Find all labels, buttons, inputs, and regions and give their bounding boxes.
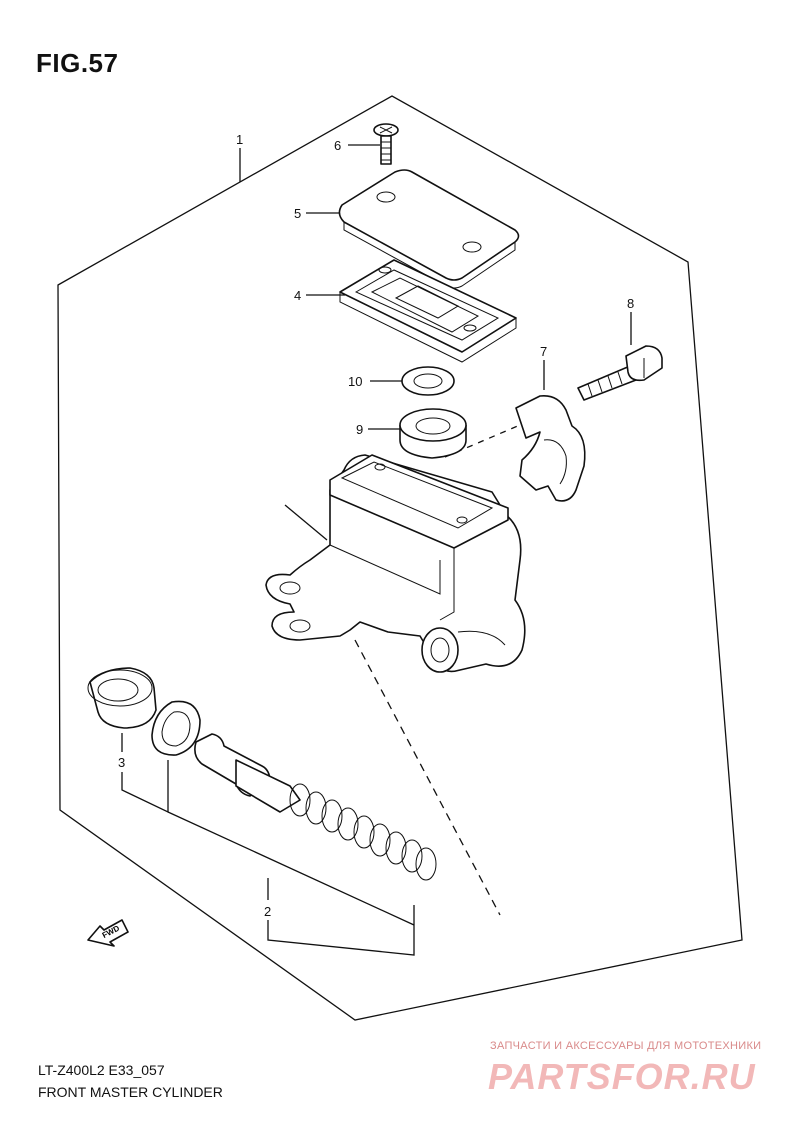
- part-4-diaphragm: [339, 259, 517, 363]
- callout-1: 1: [236, 132, 243, 147]
- master-cylinder-body: [265, 454, 526, 673]
- part-10-washer: [401, 366, 455, 396]
- callout-6: 6: [334, 138, 341, 153]
- part-9-float: [399, 408, 467, 459]
- part-7-clamp: [515, 394, 586, 502]
- callout-4: 4: [294, 288, 301, 303]
- callout-9: 9: [356, 422, 363, 437]
- callout-7: 7: [540, 344, 547, 359]
- watermark-brand-logo: PARTSFOR.RU: [488, 1056, 756, 1097]
- callout-3: 3: [118, 755, 125, 770]
- footer-model-code: LT-Z400L2 E33_057: [38, 1062, 165, 1078]
- part-circlip: [151, 700, 201, 756]
- part-5-cap: [338, 169, 520, 289]
- footer-diagram-name: FRONT MASTER CYLINDER: [38, 1084, 223, 1100]
- fwd-arrow-icon: FWD: [87, 919, 129, 947]
- callout-2: 2: [264, 904, 271, 919]
- leader-lines: [121, 144, 632, 956]
- part-2-piston-kit: [194, 733, 437, 881]
- callout-5: 5: [294, 206, 301, 221]
- part-6-screw: [373, 123, 399, 165]
- part-3-boot: [87, 667, 157, 729]
- figure-title: FIG.57: [36, 48, 119, 78]
- callout-10: 10: [348, 374, 362, 389]
- assembly-frame: [57, 95, 743, 1021]
- watermark-tagline: ЗАПЧАСТИ И АКСЕССУАРЫ ДЛЯ МОТОТЕХНИКИ: [490, 1040, 762, 1052]
- callout-8: 8: [627, 296, 634, 311]
- part-8-bolt: [577, 345, 663, 401]
